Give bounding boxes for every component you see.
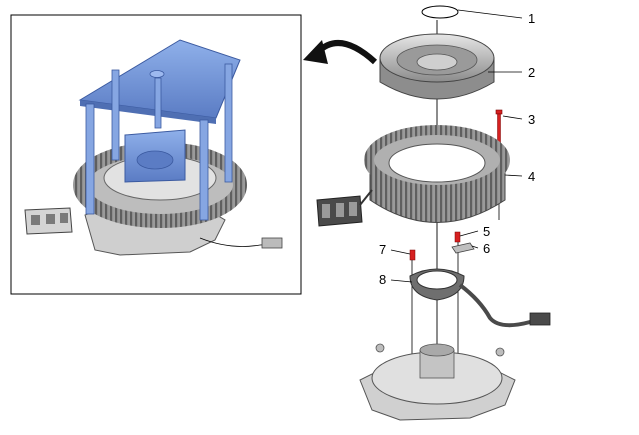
stator-connector	[316, 189, 373, 227]
inset-connector	[24, 207, 73, 235]
callout-3: 3	[502, 112, 535, 127]
o-ring	[421, 5, 459, 19]
screw-7	[409, 249, 416, 261]
callout-4: 4	[504, 169, 535, 184]
callout-7: 7	[379, 242, 411, 257]
callout-6: 6	[471, 241, 490, 256]
base-housing	[359, 343, 516, 421]
sensor-ring	[409, 268, 551, 328]
callout-1: 1	[457, 9, 535, 26]
curved-arrow-left-icon	[303, 40, 378, 65]
inset-panel	[10, 14, 302, 295]
svg-text:2: 2	[528, 65, 535, 80]
svg-text:3: 3	[528, 112, 535, 127]
svg-text:6: 6	[483, 241, 490, 256]
inset-special-tool	[78, 39, 241, 221]
clamp	[451, 242, 475, 254]
svg-text:7: 7	[379, 242, 386, 257]
callout-2: 2	[488, 65, 535, 80]
callout-5: 5	[459, 224, 490, 239]
svg-text:1: 1	[528, 11, 535, 26]
svg-text:8: 8	[379, 272, 386, 287]
screw-5	[454, 231, 461, 243]
callout-8: 8	[379, 272, 413, 287]
rotor-cover	[379, 33, 495, 100]
svg-text:4: 4	[528, 169, 535, 184]
svg-text:5: 5	[483, 224, 490, 239]
stator	[364, 125, 510, 223]
